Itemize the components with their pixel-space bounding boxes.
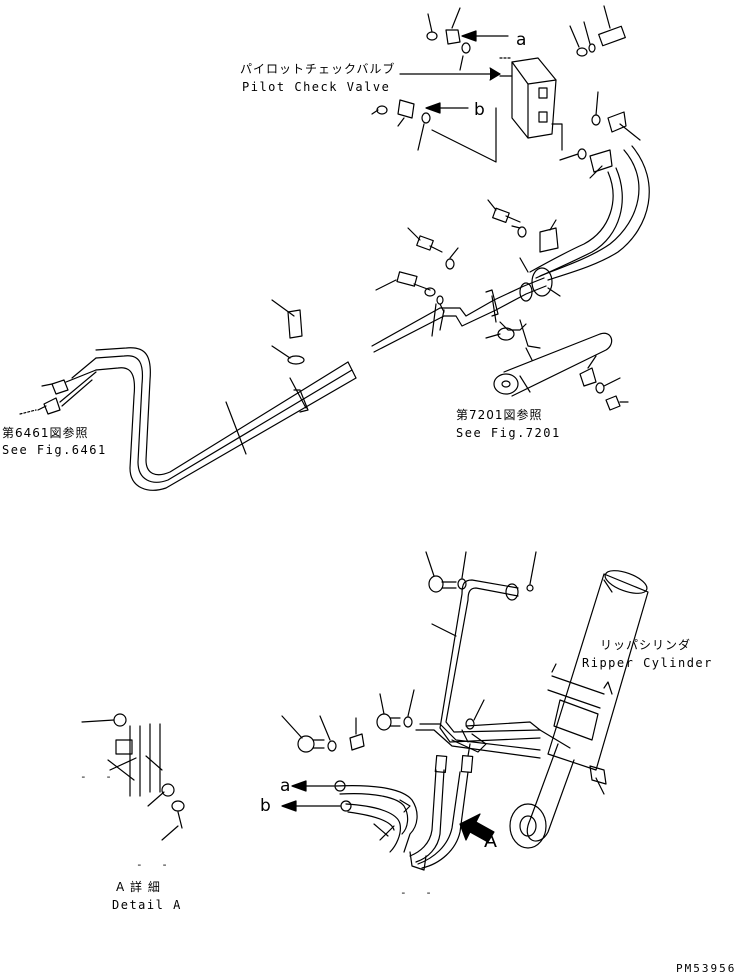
drawing-id: PM53956 — [676, 962, 737, 975]
ref-a-upper: a — [516, 30, 528, 50]
pilot-check-valve — [499, 57, 557, 139]
fittings-top-right — [559, 5, 641, 179]
flow-arrow-b-lower — [281, 800, 341, 812]
pilot-check-valve-label-en: Pilot Check Valve — [242, 80, 391, 94]
tube-to-fig7201 — [493, 332, 629, 411]
pilot-hose-bundle — [529, 145, 650, 281]
ripper-cylinder-label-en: Ripper Cylinder — [582, 656, 713, 670]
view-arrow-A-label: A — [484, 830, 497, 852]
detail-a-label-jp: A 詳 細 — [116, 880, 161, 894]
fittings-left-valve — [371, 99, 497, 163]
hose-bundle-lower — [334, 743, 474, 871]
ref-a-lower: a — [280, 776, 292, 796]
view-arrow-A — [459, 813, 495, 843]
detail-a-label-en: Detail A — [112, 898, 182, 912]
see-fig-7201-label-en: See Fig.7201 — [456, 426, 561, 440]
detail-a-view — [81, 713, 185, 841]
ripper-cylinder — [509, 570, 649, 849]
see-fig-6461-label-jp: 第6461図参照 — [2, 426, 89, 440]
tube-to-fig6461 — [19, 299, 357, 491]
see-fig-7201-label-jp: 第7201図参照 — [456, 408, 543, 422]
fittings-lower — [281, 551, 537, 753]
see-fig-6461-label-en: See Fig.6461 — [2, 443, 107, 457]
ref-b-lower: b — [260, 796, 273, 816]
clamp-bolts-middle — [375, 199, 559, 313]
hose-dash-bottom: - - — [400, 886, 438, 899]
tube-run-middle — [371, 257, 561, 361]
ripper-cylinder-label-jp: リッパシリンダ — [600, 638, 692, 652]
flow-arrow-a-upper — [461, 30, 509, 42]
ripper-tubes — [415, 579, 571, 759]
detail-a-dash-bottom: - - — [136, 858, 174, 871]
fittings-top-left — [426, 7, 513, 71]
pilot-check-valve-label-jp: パイロットチェックバルブ — [240, 62, 396, 76]
flow-arrow-b-upper — [425, 102, 469, 114]
ref-b-upper: b — [474, 100, 487, 120]
detail-a-dash-left: - - — [80, 770, 118, 783]
flow-arrow-a-lower — [291, 780, 335, 792]
